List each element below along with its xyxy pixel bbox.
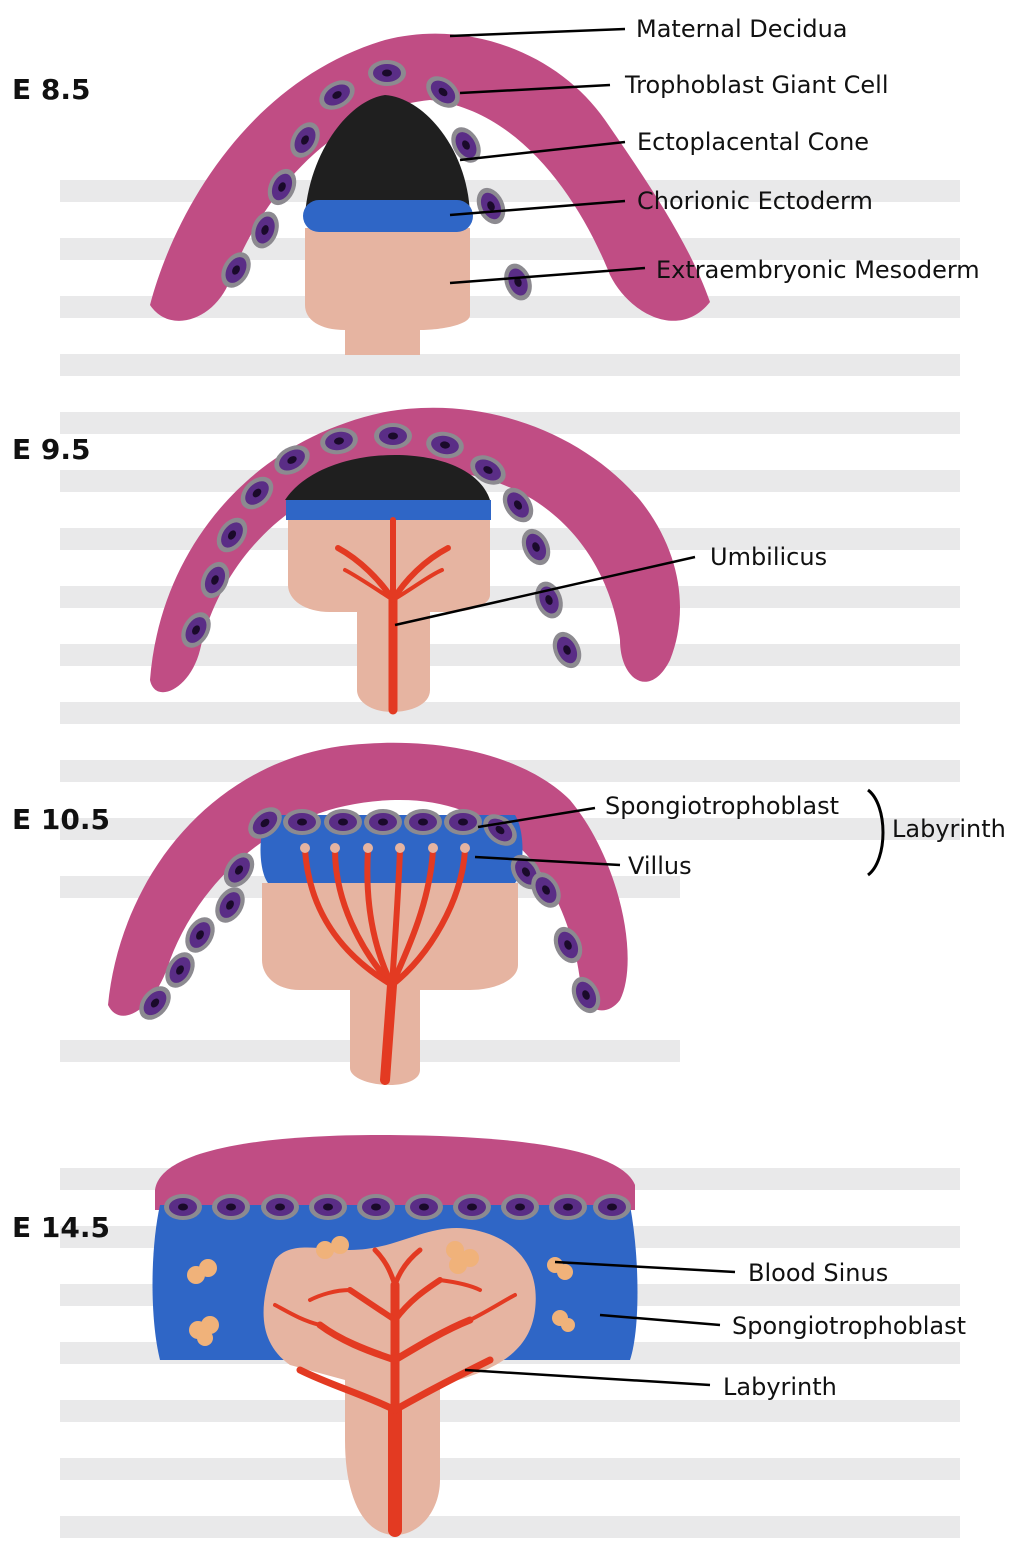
label-spongiotrophoblast-e14-5: Spongiotrophoblast	[732, 1312, 966, 1340]
labyrinth-bracket	[868, 790, 883, 875]
stage-e14-5	[153, 1135, 638, 1535]
label-labyrinth-bracket: Labyrinth	[892, 815, 1006, 843]
label-extraembryonic-mesoderm: Extraembryonic Mesoderm	[656, 256, 980, 284]
label-umbilicus: Umbilicus	[710, 543, 827, 571]
label-maternal-decidua: Maternal Decidua	[636, 15, 848, 43]
label-labyrinth: Labyrinth	[723, 1373, 837, 1401]
label-spongiotrophoblast-e10-5: Spongiotrophoblast	[605, 792, 839, 820]
stage-label-e8-5: E 8.5	[12, 73, 90, 106]
stage-labels: E 8.5 E 9.5 E 10.5 E 14.5	[12, 73, 110, 1244]
chorionic-ectoderm-e8-5	[303, 200, 473, 232]
stage-label-e14-5: E 14.5	[12, 1211, 110, 1244]
stage-label-e10-5: E 10.5	[12, 803, 110, 836]
stage-label-e9-5: E 9.5	[12, 433, 90, 466]
label-blood-sinus: Blood Sinus	[748, 1259, 888, 1287]
label-trophoblast-giant-cell: Trophoblast Giant Cell	[624, 71, 889, 99]
label-ectoplacental-cone: Ectoplacental Cone	[637, 128, 869, 156]
stage-e10-5	[108, 743, 628, 1085]
stage-e9-5	[150, 408, 680, 712]
chorionic-ectoderm-e9-5	[286, 500, 491, 520]
label-chorionic-ectoderm: Chorionic Ectoderm	[637, 187, 873, 215]
label-villus: Villus	[628, 852, 692, 880]
extraembryonic-mesoderm-e8-5	[305, 228, 470, 355]
